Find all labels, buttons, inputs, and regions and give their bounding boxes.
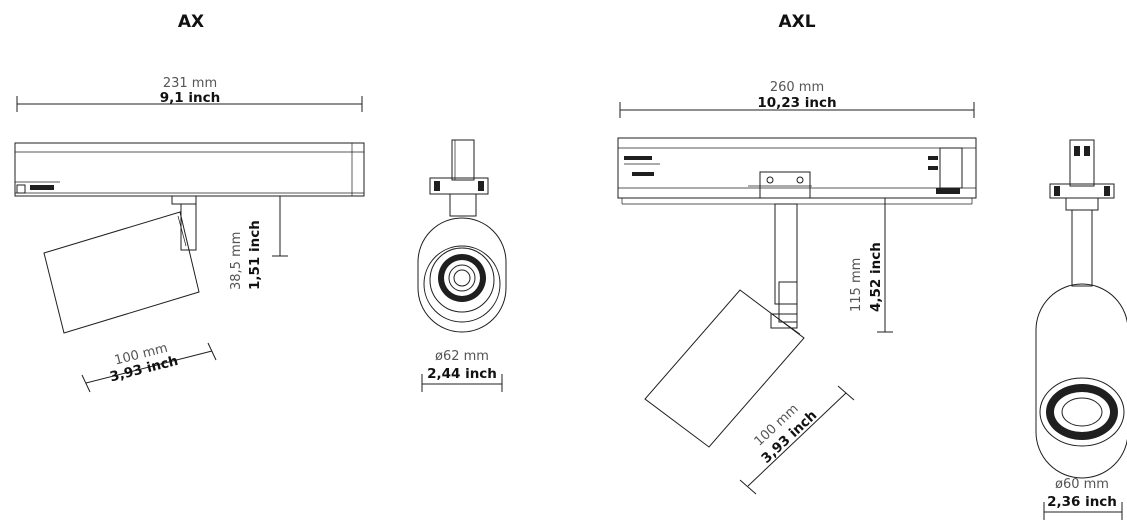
ax-width-mm: 231 mm	[163, 76, 217, 91]
axl-head	[644, 289, 805, 448]
axl-width-inch: 10,23 inch	[757, 95, 836, 111]
axl-drop-inch: 4,52 inch	[868, 242, 884, 312]
ax-drop-inch: 1,51 inch	[247, 220, 263, 290]
axl-drop-mm: 115 mm	[849, 258, 864, 312]
axl-front-view: ø60 mm 2,36 inch	[1035, 139, 1127, 520]
ax-front-view: ø62 mm 2,44 inch	[417, 139, 507, 392]
ax-diam-mm: ø62 mm	[435, 349, 489, 364]
axl-diam-inch: 2,36 inch	[1047, 494, 1117, 510]
title-axl: AXL	[778, 12, 815, 32]
axl-width-dimension: 260 mm 10,23 inch	[619, 80, 975, 118]
axl-width-mm: 260 mm	[770, 80, 824, 95]
ax-stem	[171, 195, 197, 251]
ax-width-inch: 9,1 inch	[160, 90, 220, 106]
ax-track-adapter	[14, 142, 365, 197]
ax-diam-inch: 2,44 inch	[427, 366, 497, 382]
ax-drop-dimension: 38,5 mm 1,51 inch	[229, 196, 288, 290]
axl-drop-dimension: 115 mm 4,52 inch	[849, 198, 893, 333]
axl-side-view: 260 mm 10,23 inch	[617, 80, 977, 495]
axl-track-adapter	[617, 137, 977, 205]
axl-head-dimension: 100 mm 3,93 inch	[739, 385, 855, 495]
title-ax: AX	[178, 12, 204, 32]
ax-head	[43, 211, 200, 334]
axl-stem	[770, 203, 798, 329]
axl-diam-mm: ø60 mm	[1055, 477, 1109, 492]
ax-width-dimension: 231 mm 9,1 inch	[16, 76, 363, 112]
ax-side-view: 231 mm 9,1 inch 38,5 mm 1,51 inch	[14, 76, 365, 393]
ax-head-dimension: 100 mm 3,93 inch	[81, 341, 217, 393]
ax-drop-mm: 38,5 mm	[229, 232, 244, 290]
ax-diameter-dimension: ø62 mm 2,44 inch	[421, 349, 503, 392]
axl-diameter-dimension: ø60 mm 2,36 inch	[1043, 477, 1123, 520]
